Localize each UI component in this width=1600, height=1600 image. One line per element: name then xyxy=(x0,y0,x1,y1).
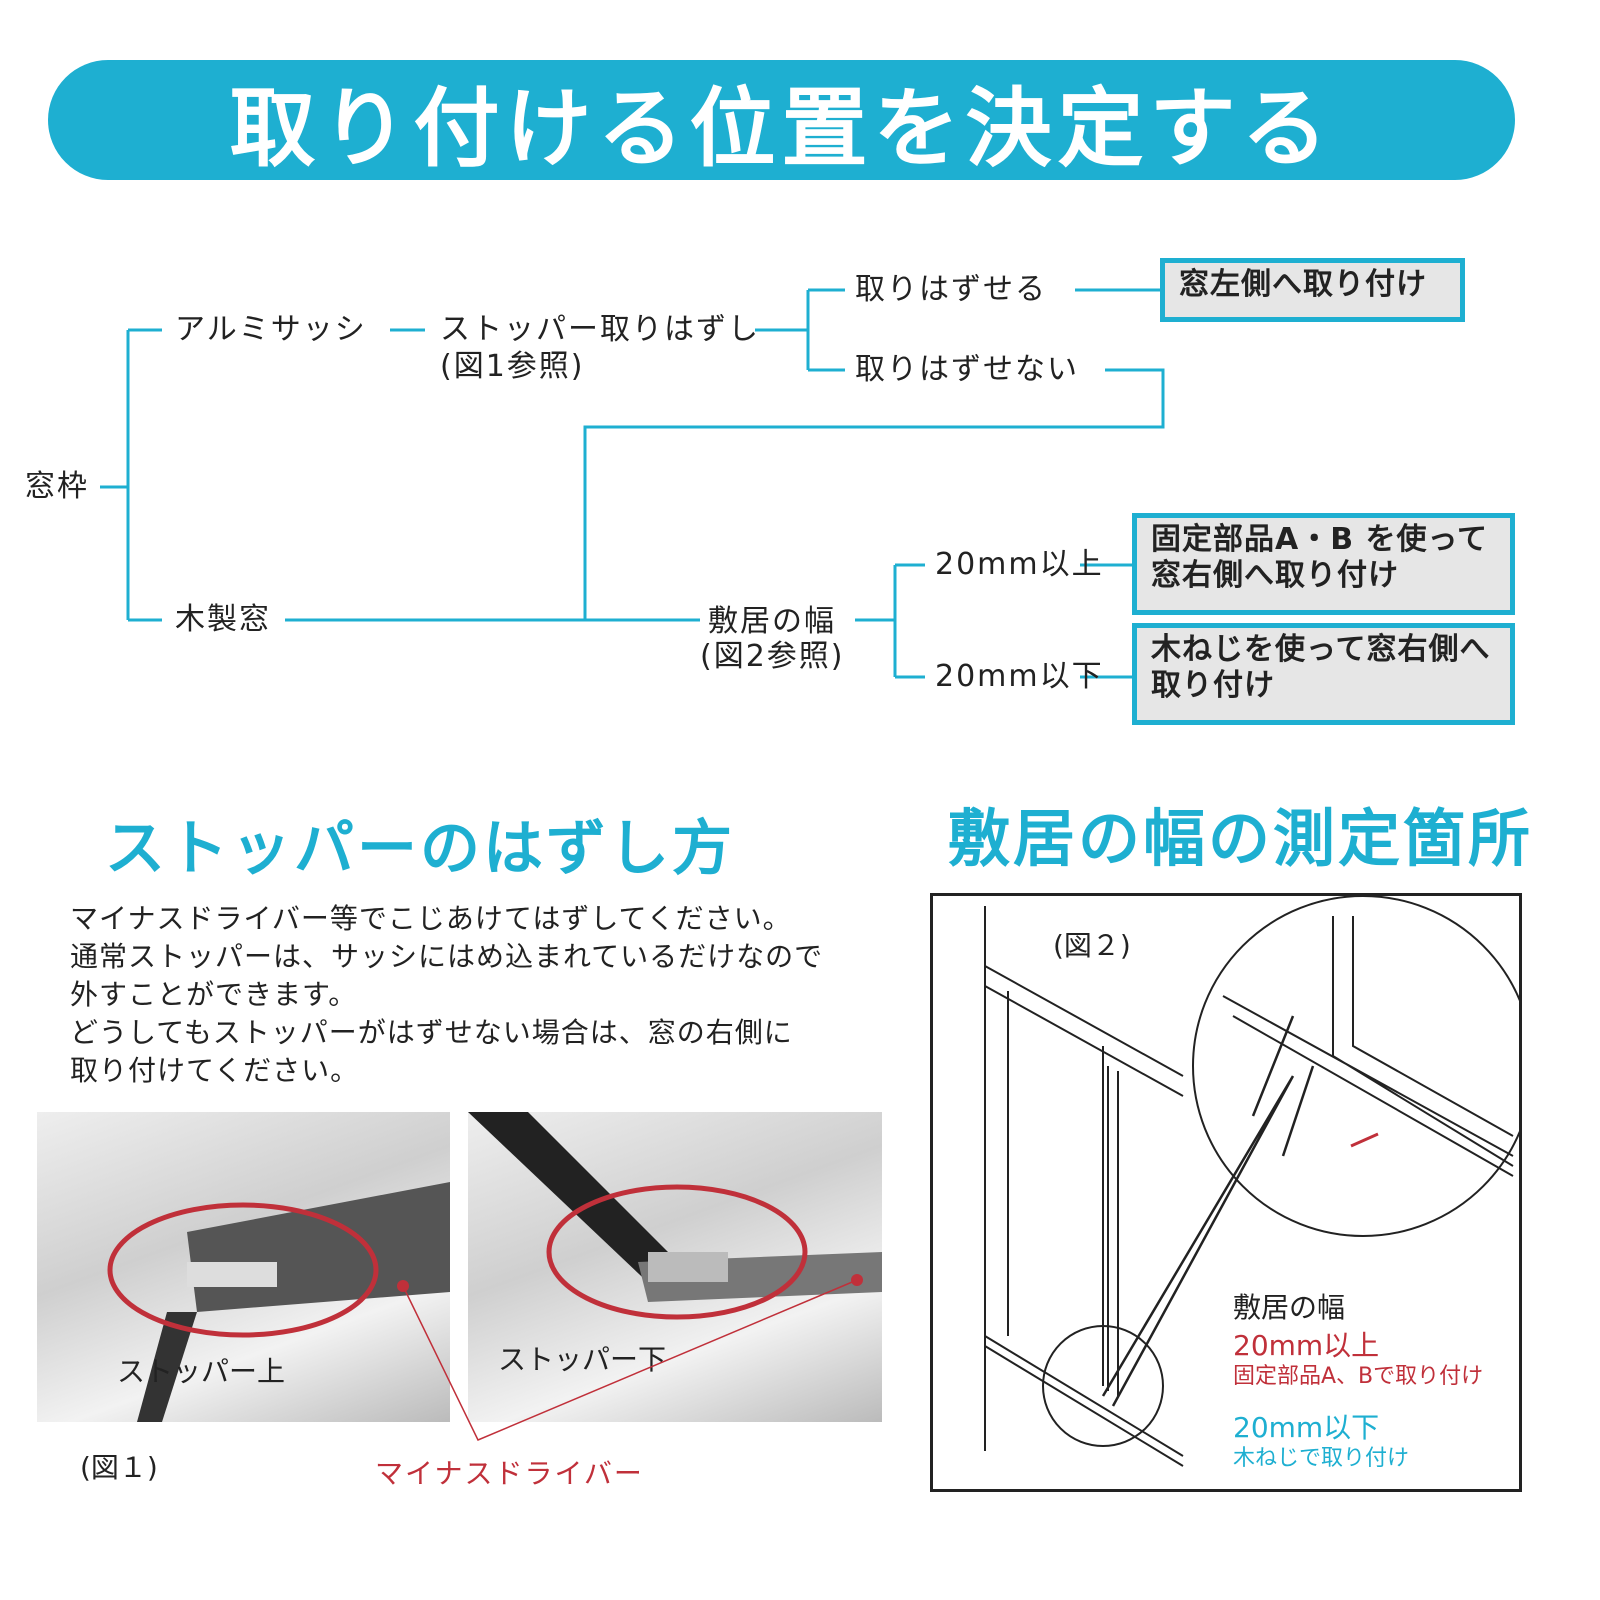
node-window-frame: 窓枠 xyxy=(25,469,89,504)
node-not-removable: 取りはずせない xyxy=(855,352,1079,387)
node-removable: 取りはずせる xyxy=(855,272,1047,307)
photo-stopper-top: ストッパー上 xyxy=(37,1112,450,1422)
instruction-line: 通常ストッパーは、サッシにはめ込まれているだけなので xyxy=(70,940,824,973)
over-20mm-label: 20mm以上 xyxy=(1233,1329,1380,1362)
sill-section-title: 敷居の幅の測定箇所 xyxy=(948,802,1534,875)
node-stopper-ref: (図1参照) xyxy=(440,349,585,384)
node-stopper-remove: ストッパー取りはずし xyxy=(440,312,760,347)
result-left-side: 窓左側へ取り付け xyxy=(1160,258,1465,322)
result-fixing-parts: 固定部品A・B を使って窓右側へ取り付け xyxy=(1132,513,1515,615)
sill-width-label: 敷居の幅 xyxy=(1233,1291,1346,1324)
under-20mm-label: 20mm以下 xyxy=(1233,1411,1380,1444)
page-title: 取り付ける位置を決定する xyxy=(229,78,1334,179)
instruction-line: どうしてもストッパーがはずせない場合は、窓の右側に xyxy=(70,1016,793,1049)
driver-label: マイナスドライバー xyxy=(375,1457,644,1490)
stopper-section-title: ストッパーのはずし方 xyxy=(105,814,735,884)
node-wooden-window: 木製窓 xyxy=(175,602,271,637)
sill-diagram xyxy=(984,895,1534,1467)
fig1-label: (図１) xyxy=(80,1451,158,1484)
node-sill-width: 敷居の幅 xyxy=(708,604,836,639)
fig2-frame: (図２) 敷居の幅 20mm以上 固定部品A、Bで取り付け 20mm以下 木ねじ… xyxy=(930,893,1534,1492)
driver-callouts xyxy=(107,1184,863,1441)
flowchart-lines xyxy=(100,288,1165,679)
node-sill-ref: (図2参照) xyxy=(700,639,845,674)
stopper-instructions: マイナスドライバー等でこじあけてはずしてください。 通常ストッパーは、サッシには… xyxy=(70,900,823,1090)
caption-stopper-bottom: ストッパー下 xyxy=(498,1343,667,1376)
instruction-line: 取り付けてください。 xyxy=(70,1054,360,1087)
result-wood-screw: 木ねじを使って窓右側へ取り付け xyxy=(1132,623,1515,725)
over-20mm-note: 固定部品A、Bで取り付け xyxy=(1233,1364,1484,1389)
node-under-20mm: 20mm以下 xyxy=(935,659,1104,694)
fig2-label: (図２) xyxy=(1053,929,1131,962)
title-banner: 取り付ける位置を決定する xyxy=(48,60,1515,180)
instruction-line: マイナスドライバー等でこじあけてはずしてください。 xyxy=(70,902,792,935)
caption-stopper-top: ストッパー上 xyxy=(117,1355,286,1388)
node-aluminum-sash: アルミサッシ xyxy=(175,312,367,347)
node-over-20mm: 20mm以上 xyxy=(935,547,1104,582)
instruction-line: 外すことができます。 xyxy=(70,978,358,1011)
photo-stopper-bottom: ストッパー下 xyxy=(468,1112,882,1422)
under-20mm-note: 木ねじで取り付け xyxy=(1233,1446,1410,1471)
